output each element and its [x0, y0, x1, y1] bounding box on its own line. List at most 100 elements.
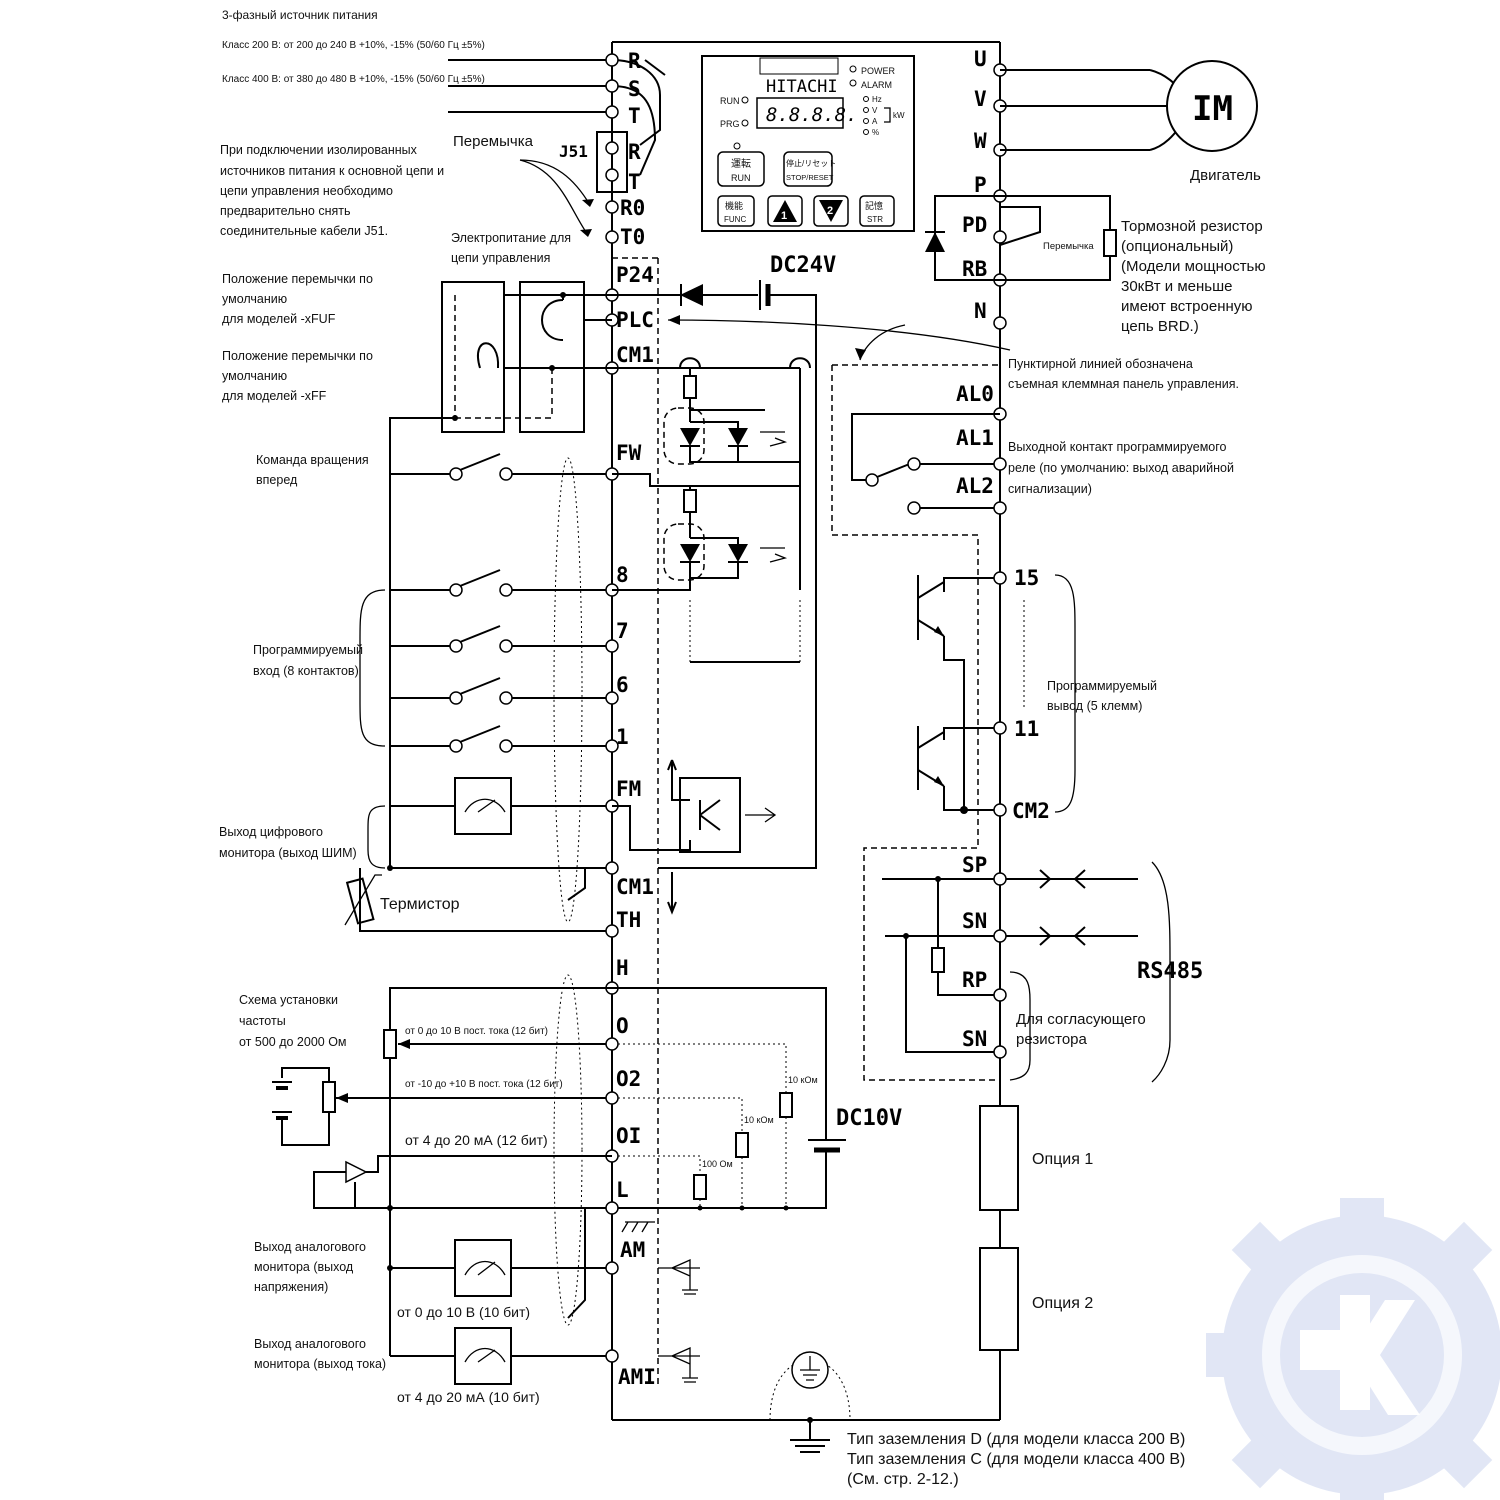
freq-potentiometer — [383, 1029, 397, 1059]
svg-text:記憶: 記憶 — [865, 200, 883, 211]
terminal-7: 7 — [616, 619, 629, 643]
terminal-th: TH — [616, 908, 641, 932]
option-boxes — [979, 1105, 1019, 1351]
run-button[interactable]: 運転 RUN — [717, 151, 765, 187]
str-button[interactable]: 記憶 STR — [859, 195, 895, 227]
prog-in-1: Программируемый — [253, 643, 363, 657]
led-alarm-label: ALARM — [861, 80, 892, 90]
panel-display — [756, 97, 844, 129]
ctrl-power-1: Электропитание для — [451, 231, 571, 245]
motor-symbol — [1166, 60, 1258, 152]
terminal-r0: R0 — [620, 196, 645, 220]
terminal-t: T — [628, 104, 641, 128]
jumper-blocks — [389, 281, 612, 870]
terminal-p: P — [974, 173, 987, 197]
isolated-note-4: предварительно снять — [220, 204, 351, 218]
terminal-o2: O2 — [616, 1067, 641, 1091]
ground-2: Тип заземления C (для модели класса 400 … — [847, 1451, 1185, 1468]
svg-text:STOP/RESET: STOP/RESET — [786, 173, 834, 182]
motor-im-label: IM — [1192, 89, 1233, 129]
v10-10-label: от -10 до +10 В пост. тока (12 бит) — [405, 1078, 563, 1090]
terminal-oi: OI — [616, 1124, 641, 1148]
freq-3: от 500 до 2000 Ом — [239, 1035, 347, 1049]
annotation-labels: 3-фазный источник питания Класс 200 В: о… — [219, 8, 1266, 1488]
terminal-plc: PLC — [616, 308, 654, 332]
am-range-label: от 0 до 10 В (10 бит) — [397, 1304, 530, 1320]
analog-outputs — [387, 1208, 700, 1385]
terminal-cm1-b: CM1 — [616, 875, 654, 899]
am-meter-icon — [454, 1239, 512, 1297]
dc10-label: DC10V — [836, 1106, 902, 1131]
analog-i-2: монитора (выход тока) — [254, 1357, 386, 1371]
ctrl-power-2: цепи управления — [451, 251, 550, 265]
terminal-1: 1 — [616, 725, 629, 749]
r10k-1: 10 кОм — [788, 1075, 818, 1085]
gear-logo-watermark — [1206, 1198, 1500, 1500]
terminal-l: L — [616, 1178, 629, 1202]
term-res-2: резистора — [1016, 1031, 1087, 1048]
prog-in-2: вход (8 контактов) — [253, 664, 359, 678]
frequency-setting-circuit — [272, 974, 846, 1326]
motor-label: Двигатель — [1190, 167, 1261, 184]
svg-text:FUNC: FUNC — [724, 215, 746, 224]
up-button[interactable]: 1 — [767, 195, 803, 227]
isolated-note-5: соединительные кабели J51. — [220, 224, 388, 238]
terminal-rp: RP — [962, 968, 987, 992]
freq-2: частоты — [239, 1014, 286, 1028]
panel-display-digits: 8.8.8.8. — [766, 104, 858, 126]
led-a-label: A — [872, 117, 878, 126]
led-prg-label: PRG — [720, 119, 740, 129]
input-optocouplers — [612, 357, 811, 663]
freq-1: Схема установки — [239, 993, 338, 1007]
dashed-1: Пунктирной линией обозначена — [1008, 357, 1193, 371]
dc24-label: DC24V — [770, 253, 836, 278]
terminal-6: 6 — [616, 673, 629, 697]
terminal-8: 8 — [616, 563, 629, 587]
digital-input-switches — [359, 453, 606, 923]
func-button[interactable]: 機能 FUNC — [717, 195, 755, 227]
motor-connection: IM — [1000, 60, 1258, 152]
svg-text:1: 1 — [781, 210, 787, 222]
svg-text:RUN: RUN — [731, 173, 751, 183]
up-arrow-icon — [773, 200, 797, 222]
brake-5: имеют встроенную — [1121, 298, 1253, 315]
terminal-al1: AL1 — [956, 426, 994, 450]
svg-text:停止/リセット: 停止/リセット — [786, 158, 836, 168]
relay-1: Выходной контакт программируемого — [1008, 440, 1227, 454]
forward-2: вперед — [256, 473, 298, 487]
terminal-al2: AL2 — [956, 474, 994, 498]
down-arrow-icon — [819, 200, 843, 222]
left-terminal-labels: R S T R T R0 T0 P24 PLC CM1 FW 8 7 6 1 F… — [616, 49, 656, 1389]
brake-resistor — [1103, 229, 1117, 257]
terminal-w: W — [974, 129, 987, 153]
svg-text:機能: 機能 — [725, 200, 743, 211]
prog-out-1: Программируемый — [1047, 679, 1157, 693]
fuf-3: для моделей -xFUF — [222, 312, 336, 326]
analog-v-1: Выход аналогового — [254, 1240, 366, 1254]
down-button[interactable]: 2 — [813, 195, 849, 227]
ground-symbol — [769, 1351, 851, 1453]
class200-label: Класс 200 В: от 200 до 240 В +10%, -15% … — [222, 40, 485, 51]
j51-label: J51 — [559, 142, 588, 161]
r100-label: 100 Ом — [702, 1159, 733, 1169]
terminal-am: AM — [620, 1238, 645, 1262]
power-input-lines — [448, 59, 666, 237]
fuf-2: умолчанию — [222, 292, 287, 306]
jumper-label: Перемычка — [453, 133, 534, 150]
stop-reset-button[interactable]: 停止/リセット STOP/RESET — [783, 151, 836, 187]
led-run-label: RUN — [720, 96, 740, 106]
ami-range-label: от 4 до 20 мА (10 бит) — [397, 1389, 540, 1405]
isolated-note-1: При подключении изолированных — [220, 143, 418, 157]
led-v-label: V — [872, 106, 878, 115]
terminal-sp: SP — [962, 853, 987, 877]
brake-2: (опциональный) — [1121, 238, 1233, 255]
option2-label: Опция 2 — [1032, 1295, 1093, 1312]
panel-brand: HITACHI — [766, 77, 838, 97]
terminal-r-jumper: R — [628, 140, 641, 164]
ami-meter-icon — [454, 1327, 512, 1385]
prog-out-2: вывод (5 клемм) — [1047, 699, 1142, 713]
dashed-2: съемная клеммная панель управления. — [1008, 377, 1239, 391]
led-power-label: POWER — [861, 66, 896, 76]
terminal-p24: P24 — [616, 263, 654, 287]
terminal-pd: PD — [962, 213, 987, 237]
